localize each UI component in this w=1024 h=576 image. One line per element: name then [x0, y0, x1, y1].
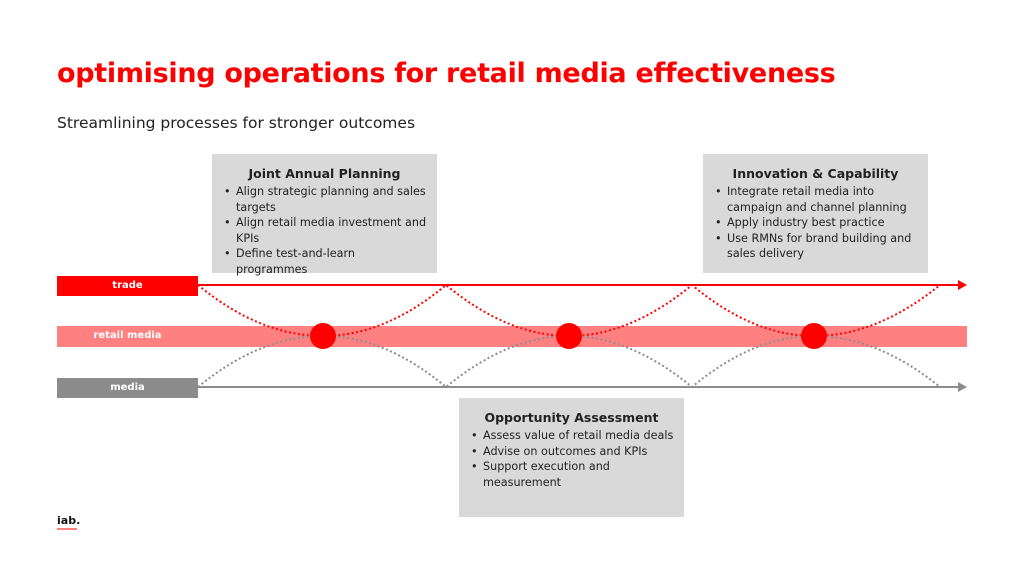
list-item: Support execution and measurement: [471, 459, 674, 490]
list-item: Align strategic planning and sales targe…: [224, 184, 427, 215]
box-opportunity-assessment: Opportunity Assessment Assess value of r…: [459, 398, 684, 517]
list-item: Assess value of retail media deals: [471, 428, 674, 444]
lane-label-media: media: [57, 378, 198, 398]
list-item: Align retail media investment and KPIs: [224, 215, 427, 246]
list-item: Use RMNs for brand building and sales de…: [715, 231, 918, 262]
list-item: Apply industry best practice: [715, 215, 918, 231]
list-item: Define test-and-learn programmes: [224, 246, 427, 277]
page-title: optimising operations for retail media e…: [57, 58, 836, 89]
list-item: Advise on outcomes and KPIs: [471, 444, 674, 460]
page-subtitle: Streamlining processes for stronger outc…: [57, 114, 416, 132]
trade-arrow-icon: [958, 280, 967, 290]
iab-logo: iab.: [57, 514, 81, 527]
box-heading: Joint Annual Planning: [248, 166, 401, 181]
box-heading: Opportunity Assessment: [484, 410, 659, 425]
retail-media-band: [57, 326, 967, 347]
media-arrow-icon: [958, 382, 967, 392]
list-item: Integrate retail media into campaign and…: [715, 184, 918, 215]
convergence-node: [310, 323, 336, 349]
lane-label-trade: trade: [57, 276, 198, 296]
box-heading: Innovation & Capability: [732, 166, 899, 181]
logo-underline: [57, 528, 77, 530]
box-joint-annual-planning: Joint Annual Planning Align strategic pl…: [212, 154, 437, 276]
box-innovation-capability: Innovation & Capability Integrate retail…: [703, 154, 928, 273]
convergence-node: [556, 323, 582, 349]
lane-label-retail-media: retail media: [93, 330, 162, 341]
convergence-node: [801, 323, 827, 349]
